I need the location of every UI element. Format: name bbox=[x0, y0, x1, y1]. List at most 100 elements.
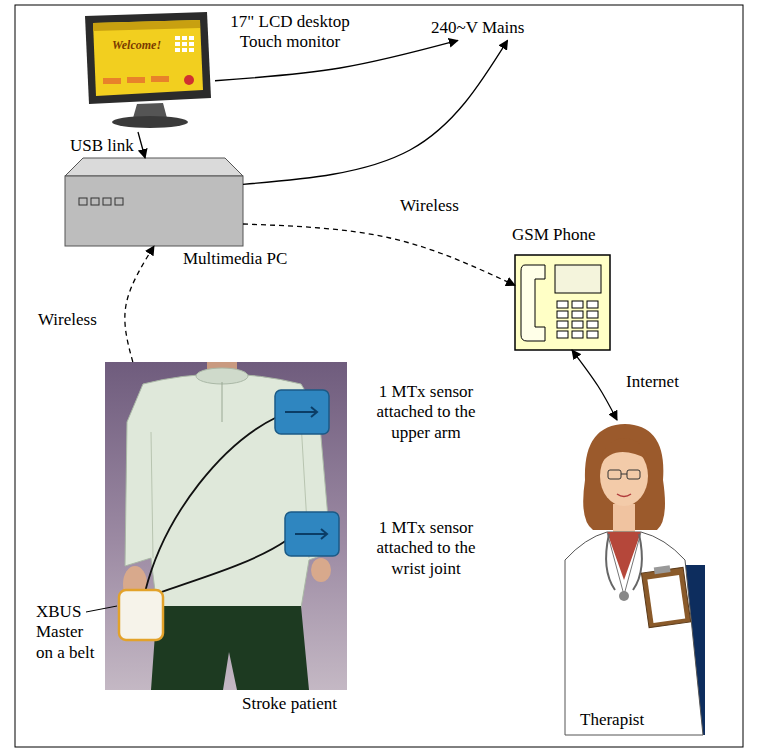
node-label: Stroke patient bbox=[242, 694, 337, 714]
screen-key bbox=[175, 36, 180, 40]
figure-frame bbox=[15, 5, 743, 747]
pc-led bbox=[79, 198, 87, 205]
leader-line bbox=[86, 606, 117, 612]
node-label: GSM Phone bbox=[512, 225, 596, 245]
therapist-fringe bbox=[600, 438, 649, 465]
phone-key bbox=[587, 301, 598, 308]
photo-background bbox=[105, 362, 347, 690]
sensor-label: 1 MTx sensor attached to the wrist joint bbox=[362, 518, 490, 579]
patient-sweater bbox=[125, 374, 331, 608]
sweater-collar bbox=[196, 368, 248, 384]
monitor-stand bbox=[133, 103, 167, 118]
stethoscope bbox=[633, 534, 642, 590]
screen-key bbox=[189, 42, 194, 46]
stethoscope-chest-piece bbox=[619, 591, 629, 601]
pc-front bbox=[65, 176, 243, 246]
device-label: XBUS Master on a belt bbox=[36, 602, 100, 663]
label-holder: XBUS Master on a belt bbox=[36, 602, 100, 663]
sensor-axis-mark bbox=[295, 529, 327, 539]
phone-key bbox=[572, 321, 583, 328]
phone-picture bbox=[515, 255, 610, 350]
sleeve-fold bbox=[151, 432, 153, 558]
connector-label: USB link bbox=[68, 136, 136, 156]
connector-arrow bbox=[572, 350, 617, 420]
monitor-screen bbox=[93, 20, 203, 96]
pc-led bbox=[115, 198, 123, 205]
connector-group bbox=[125, 40, 617, 420]
sweater-zip bbox=[222, 382, 223, 422]
therapist-blouse bbox=[607, 532, 641, 580]
clipboard bbox=[641, 563, 691, 627]
multimedia-pc: Multimedia PC bbox=[65, 158, 243, 246]
phone-key bbox=[587, 331, 598, 338]
gsm-phone: GSM Phone bbox=[515, 255, 610, 350]
therapist-neck bbox=[613, 504, 635, 534]
xbus-master-unit bbox=[119, 590, 163, 640]
white-coat bbox=[565, 532, 703, 735]
therapist: Therapist bbox=[545, 420, 725, 735]
patient-photo bbox=[105, 362, 347, 690]
phone-display bbox=[555, 265, 601, 293]
screen-key bbox=[182, 48, 187, 52]
stethoscope bbox=[606, 534, 615, 590]
label-holder: Wireless bbox=[36, 310, 99, 330]
label-holder: 1 MTx sensor attached to the upper arm bbox=[362, 382, 490, 443]
therapist-mouth bbox=[617, 494, 631, 497]
screen-icon bbox=[184, 75, 194, 85]
monitor-bezel bbox=[85, 12, 211, 104]
screen-key bbox=[182, 36, 187, 40]
label-holder: Multimedia PC bbox=[183, 249, 287, 269]
node-label: 17" LCD desktop Touch monitor bbox=[220, 12, 360, 53]
sensor-cable bbox=[155, 540, 287, 594]
node-label: Therapist bbox=[580, 710, 644, 730]
sensor-label: 1 MTx sensor attached to the upper arm bbox=[362, 382, 490, 443]
phone-key bbox=[557, 321, 568, 328]
phone-key bbox=[572, 311, 583, 318]
pc-top bbox=[65, 158, 243, 176]
glasses-bridge bbox=[621, 474, 627, 475]
clipboard-clip bbox=[654, 565, 671, 574]
patient-hand bbox=[311, 558, 331, 582]
screen-key bbox=[189, 48, 194, 52]
label-holder: 1 MTx sensor attached to the wrist joint bbox=[362, 518, 490, 579]
screen-button bbox=[103, 78, 121, 84]
screen-header bbox=[93, 20, 200, 31]
phone-key bbox=[572, 331, 583, 338]
screen-key bbox=[189, 36, 194, 40]
phone-key bbox=[572, 301, 583, 308]
label-holder: Therapist bbox=[580, 710, 644, 730]
label-holder: Wireless bbox=[398, 196, 461, 216]
screen-button bbox=[127, 77, 145, 83]
label-holder: USB link bbox=[68, 136, 136, 156]
node-label: Multimedia PC bbox=[183, 249, 287, 269]
connector-arrow bbox=[138, 132, 145, 158]
sensor-cable bbox=[145, 417, 277, 592]
monitor-picture bbox=[85, 12, 211, 128]
pc-picture bbox=[65, 158, 243, 246]
screen-text: Welcome! bbox=[112, 38, 161, 52]
label-holder: Stroke patient bbox=[242, 694, 337, 714]
phone-key bbox=[557, 311, 568, 318]
screen-key bbox=[175, 48, 180, 52]
therapist-picture bbox=[565, 424, 705, 735]
coat-lapel bbox=[607, 532, 641, 595]
screen-key bbox=[175, 42, 180, 46]
node-label: 240~V Mains bbox=[431, 18, 524, 38]
phone-body bbox=[515, 255, 610, 350]
glasses bbox=[608, 470, 621, 479]
patient-trousers bbox=[151, 606, 309, 690]
mtx-sensor bbox=[275, 390, 329, 434]
stroke-patient: Stroke patient bbox=[105, 362, 347, 690]
screen-button bbox=[151, 76, 169, 82]
mains-supply: 240~V Mains bbox=[428, 16, 527, 40]
wireless-link bbox=[125, 246, 154, 362]
phone-key bbox=[587, 321, 598, 328]
label-holder: 17" LCD desktop Touch monitor bbox=[220, 12, 360, 53]
clipboard-paper bbox=[647, 575, 685, 623]
glasses bbox=[627, 470, 640, 479]
connector-arrow bbox=[243, 40, 508, 184]
mtx-sensor bbox=[285, 512, 339, 556]
phone-handset bbox=[521, 265, 545, 341]
